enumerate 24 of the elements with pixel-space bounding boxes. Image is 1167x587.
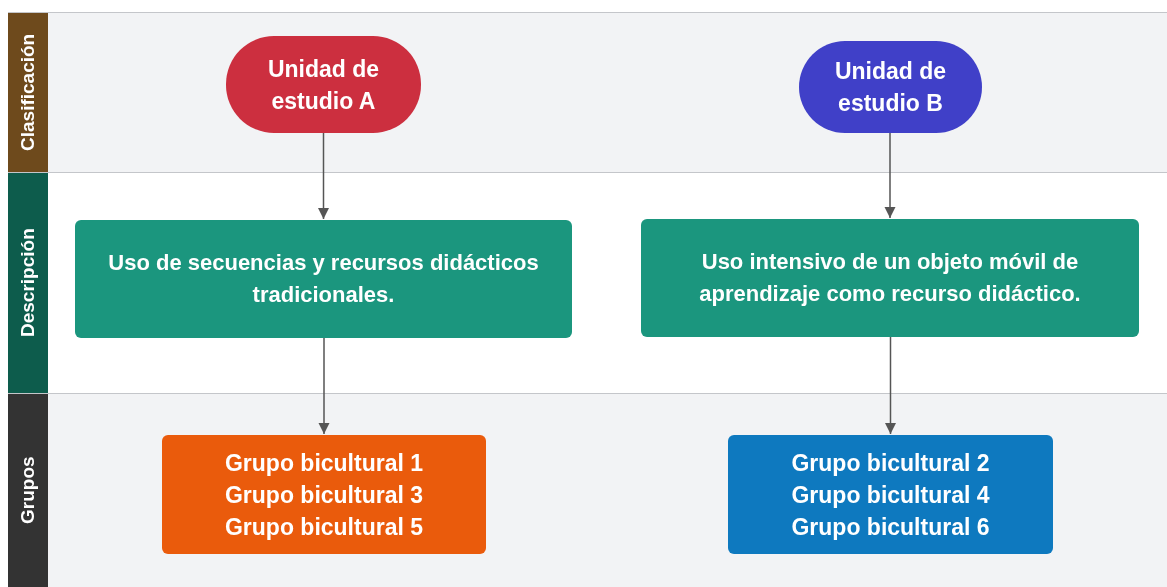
node-label: Grupo bicultural 1 (224, 448, 424, 478)
swimlane (8, 12, 1167, 172)
node-label: Unidad de estudio A (266, 54, 381, 116)
node-label: Uso de secuencias y recursos didácticos tradicionales. (107, 249, 540, 309)
node-label: Grupo bicultural 4 (791, 480, 990, 510)
node-label: Grupo bicultural 2 (791, 448, 990, 478)
lane-title: Descripción (8, 173, 48, 393)
node-label: Unidad de estudio B (833, 57, 948, 118)
arrow (318, 131, 329, 220)
lane-title: Grupos (8, 394, 48, 587)
node-label: Uso intensivo de un objeto móvil de aprendizaje como recurso didáctico. (698, 248, 1082, 308)
node-label: Grupo bicultural 5 (224, 512, 424, 542)
node-label: Grupo bicultural 3 (224, 480, 424, 510)
process-box (641, 219, 1139, 337)
arrow (318, 336, 330, 435)
arrow (885, 335, 896, 435)
process-box (162, 435, 486, 554)
lane-title: Clasificación (8, 13, 48, 172)
process-box (728, 435, 1053, 554)
process-box (75, 220, 572, 338)
node-label: Grupo bicultural 6 (791, 512, 990, 542)
swimlane (8, 172, 1167, 393)
swimlane (8, 393, 1167, 587)
arrow (884, 131, 896, 219)
